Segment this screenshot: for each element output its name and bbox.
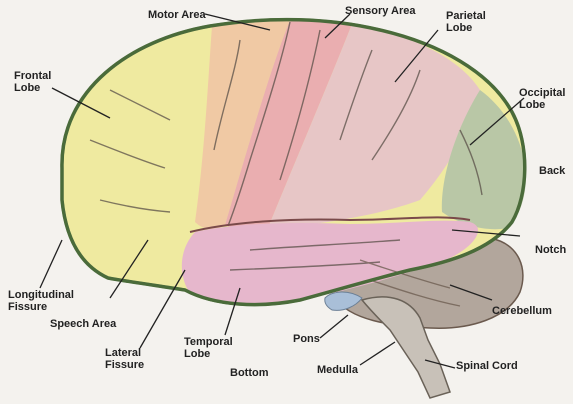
label-lateral-fissure: Lateral Fissure bbox=[105, 347, 144, 371]
label-back: Back bbox=[539, 165, 565, 177]
label-spinal-cord: Spinal Cord bbox=[456, 360, 518, 372]
label-medulla: Medulla bbox=[317, 364, 358, 376]
label-temporal-lobe: Temporal Lobe bbox=[184, 336, 233, 360]
label-sensory-area: Sensory Area bbox=[345, 5, 416, 17]
label-occipital-lobe: Occipital Lobe bbox=[519, 87, 565, 111]
label-notch: Notch bbox=[535, 244, 566, 256]
label-cerebellum: Cerebellum bbox=[492, 305, 552, 317]
label-motor-area: Motor Area bbox=[148, 9, 206, 21]
label-bottom: Bottom bbox=[230, 367, 269, 379]
label-frontal-lobe: Frontal Lobe bbox=[14, 70, 51, 94]
label-parietal-lobe: Parietal Lobe bbox=[446, 10, 486, 34]
label-speech-area: Speech Area bbox=[50, 318, 116, 330]
label-pons: Pons bbox=[293, 333, 320, 345]
label-longitudinal-fissure: Longitudinal Fissure bbox=[8, 289, 74, 313]
